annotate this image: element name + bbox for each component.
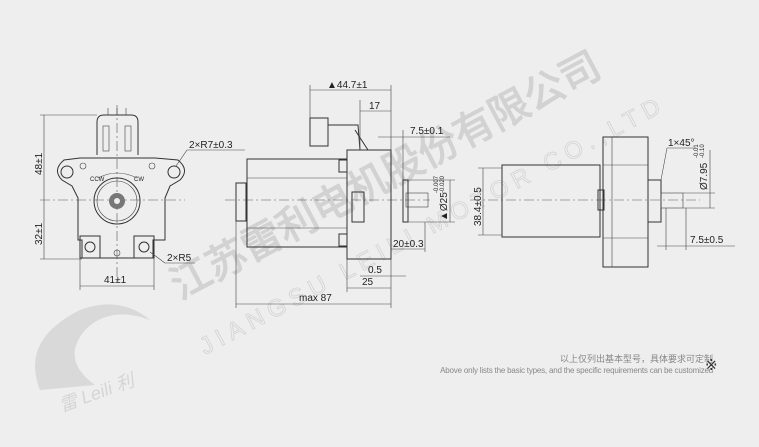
leili-logo: 雷 Leili 利 [35, 304, 150, 416]
pilot-diameter: ▲Ø25 [439, 192, 450, 221]
front-height-upper: 48±1 [34, 152, 45, 175]
foot-radius-label: 2×R5 [167, 253, 192, 264]
end-height: 38.4±0.5 [473, 187, 484, 226]
side-view: ▲44.7±1 17 7.5±0.1 ▲Ø25 -0.007 -0.020 20… [225, 80, 455, 308]
gap-dim: 0.5 [368, 265, 382, 276]
front-width: 41±1 [104, 275, 127, 286]
cw-label: CW [134, 177, 144, 183]
end-view: 38.4±0.5 1×45° Ø7.95 -0.01 -0.10 7.5±0.5 [470, 136, 735, 268]
reference-mark-icon: ※ [705, 357, 718, 374]
pilot-tol-upper: -0.007 [434, 175, 440, 193]
footnote-cn: 以上仅列出基本型号，具体要求可定制 [559, 354, 713, 364]
shaft-tol-upper: -0.01 [694, 144, 700, 158]
chamfer-label: 1×45° [668, 138, 695, 149]
ccw-label: CCW [90, 177, 105, 183]
shaft-diameter: Ø7.95 [699, 162, 710, 190]
shaft-length: 7.5±0.5 [690, 235, 724, 246]
shaft-tol-lower: -0.10 [700, 144, 706, 158]
connector-length: ▲44.7±1 [327, 80, 368, 91]
ear-radius-label: 2×R7±0.3 [189, 140, 233, 151]
pilot-tol-lower: -0.020 [440, 175, 446, 193]
front-view: CCW CW 48±1 32±1 41±1 2×R7±0.3 2×R5 [34, 105, 245, 290]
pilot-length: 7.5±0.1 [410, 126, 444, 137]
front-height-lower: 32±1 [34, 222, 45, 245]
connector-offset: 17 [369, 101, 381, 112]
overall-length: max 87 [299, 293, 332, 304]
flange-to-shaft: 20±0.3 [393, 239, 424, 250]
gearbox-length: 25 [362, 277, 374, 288]
footnote-en: Above only lists the basic types, and th… [440, 366, 713, 375]
